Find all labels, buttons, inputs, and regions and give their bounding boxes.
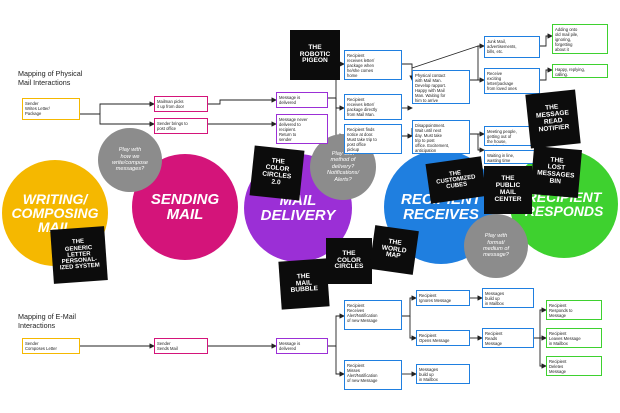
world-map-label: THE WORLD MAP	[369, 225, 419, 275]
circle-writing-line-1: WRITING/	[22, 191, 88, 207]
recipient-receives-letter-box: Recipient receives letter/ package when …	[344, 50, 402, 80]
recipient-reads-box: Recipient Reads Message	[482, 328, 534, 348]
mail-bubble-label: THE MAIL BUBBLE	[278, 258, 330, 310]
recipient-finds-notice-box: Recipient finds notice at door. Must tak…	[344, 124, 402, 154]
circle-responds-line-2: RESPONDS	[524, 203, 604, 219]
physical-contact-box: Physical contact with Mail Man. Develop …	[412, 70, 470, 104]
email-mapping-heading: Mapping of E-Mail Interactions	[18, 312, 76, 330]
recipient-misses-alert-box: Recipient Misses Alert/Notification of n…	[344, 360, 402, 390]
color-circles-label: THE COLOR CIRCLES	[326, 238, 372, 284]
circle-writing-line-2: COMPOSING	[11, 205, 99, 221]
recipient-receives-alert-box: Recipient Receives Alert/Notification of…	[344, 300, 402, 330]
mailman-picks-up-box: Mailman picks it up from door	[154, 96, 208, 112]
messages-build-up-box-3: Messages build up in Mailbox	[416, 364, 470, 384]
recipient-leaves-box: Recipient Leaves Message in Mailbox	[546, 328, 602, 348]
sender-brings-to-post-box: Sender brings to post office	[154, 118, 208, 134]
happy-replying-box: Happy, replying, calling.	[552, 64, 608, 78]
public-mail-center-label: THE PUBLIC MAIL CENTER	[484, 166, 532, 214]
exciting-letter-box: Receive exciting letter/package from lov…	[484, 68, 540, 94]
note-write-compose: Play with how we write/compose messages?	[98, 128, 162, 192]
recipient-receives-directly-box: Recipient receives letter/ package direc…	[344, 94, 402, 120]
generic-letter-label: THE GENERIC LETTER PERSONAL- IZED SYSTEM	[50, 226, 108, 284]
circle-delivery-line-2: DELIVERY	[260, 207, 336, 224]
message-read-notifier-label: THE MESSAGE READ NOTIFIER	[525, 89, 581, 149]
sender-writes-letter-box: Sender Writes Letter/ Package	[22, 98, 80, 120]
note-format-medium: Play with format/ medium of message?	[464, 214, 528, 278]
circle-sending-line-2: MAIL	[166, 206, 204, 223]
robotic-pigeon-label: THE ROBOTIC PIGEON	[290, 30, 340, 80]
email-delivered-box: Message is delivered	[276, 338, 328, 354]
circle-sending-line-1: SENDING	[150, 191, 220, 208]
customized-cubes-label: THE CUSTOMIZED CUBES	[425, 156, 487, 204]
sender-composes-letter-box: Sender Composes Letter	[22, 338, 80, 354]
physical-mapping-heading: Mapping of Physical Mail Interactions	[18, 69, 83, 87]
junk-mail-box: Junk Mail, advertisements, bills, etc.	[484, 36, 540, 58]
messages-build-up-box-1: Messages build up in Mailbox	[482, 288, 534, 308]
color-circles-2-label: The COLOR CIRCLES 2.0	[249, 145, 305, 201]
recipient-responds-box: Recipient Responds to Message	[546, 300, 602, 320]
circle-receives-line-2: RECEIVES	[403, 206, 479, 223]
lost-messages-bin-label: THE LOST MESSAGES BIN	[529, 145, 583, 199]
adding-onto-pile-box: Adding onto old mail pile, ignoring, for…	[552, 24, 608, 54]
message-never-delivered-box: Message never delivered to recipient. Re…	[276, 114, 328, 144]
recipient-deletes-box: Recipient Deletes Message	[546, 356, 602, 376]
waiting-in-line-box: Waiting in line, wasting time	[484, 150, 540, 164]
message-delivered-box: Message is delivered	[276, 92, 328, 108]
recipient-ignores-box: Recipient Ignores Message	[416, 290, 470, 306]
sender-sends-mail-box: Sender Sends Mail	[154, 338, 208, 354]
recipient-opens-box: Recipient Opens Message	[416, 330, 470, 346]
meeting-people-box: Meeting people, getting out of the house…	[484, 126, 540, 146]
disappointment-box: Disappointment. Wait until next day. Mus…	[412, 120, 470, 154]
